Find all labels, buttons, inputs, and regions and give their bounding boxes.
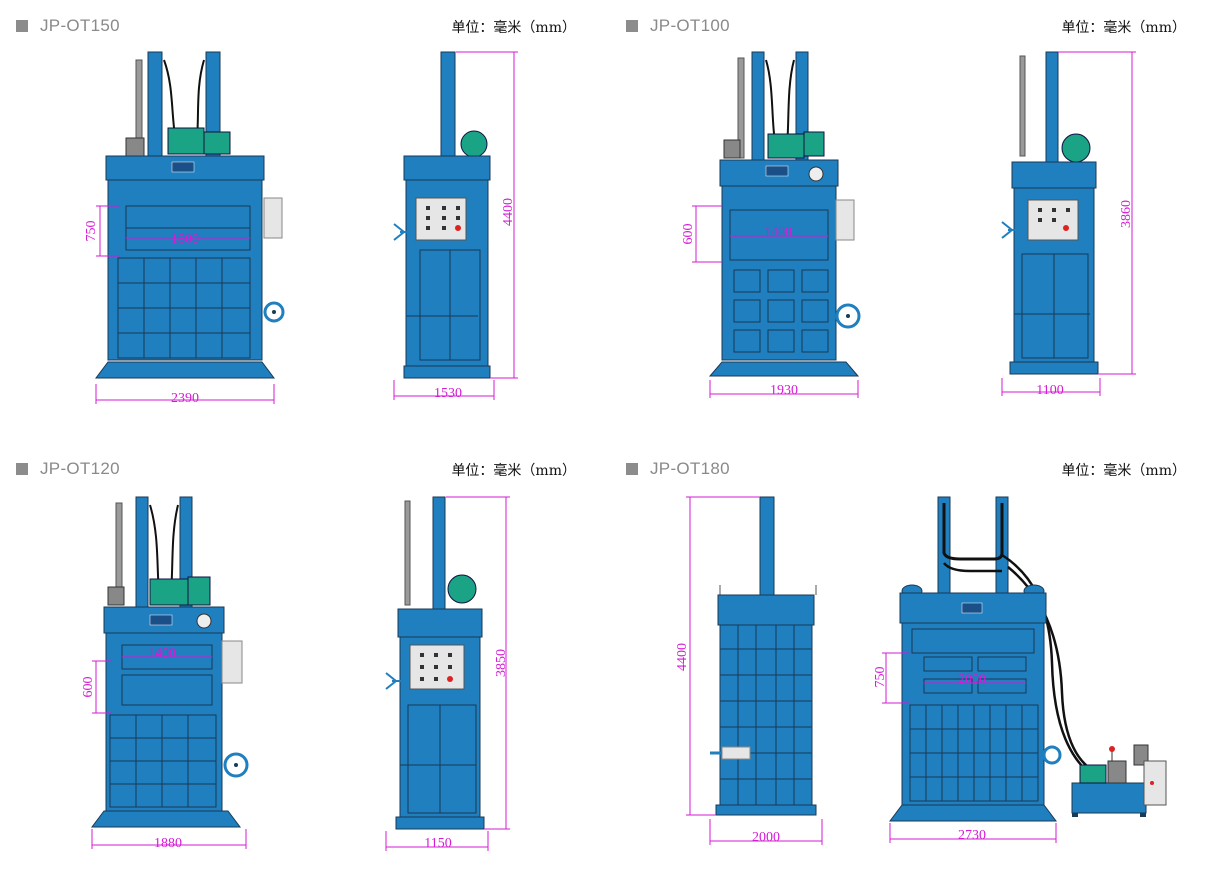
model-title: JP-OT120 — [40, 459, 120, 478]
ot150-front-dimensions — [95, 205, 275, 404]
ot180-front-dimensions — [882, 652, 1057, 843]
model-square-icon — [626, 20, 638, 32]
panel-jp-ot120: JP-OT120 单位：毫米（mm） — [0, 443, 600, 873]
ot180-side-view — [710, 496, 817, 816]
dim-front-width: 1880 — [154, 836, 182, 851]
dim-opening-height: 600 — [681, 224, 696, 245]
dim-side-height: 3860 — [1119, 200, 1134, 228]
ot180-front-view — [889, 496, 1167, 822]
dim-side-height: 4400 — [501, 198, 516, 226]
ot100-side-view — [1001, 51, 1099, 375]
unit-label: 单位：毫米（mm） — [1061, 20, 1186, 36]
dim-side-width: 2000 — [752, 830, 780, 845]
model-title: JP-OT100 — [650, 16, 730, 35]
ot150-front-view — [95, 51, 285, 379]
unit-label: 单位：毫米（mm） — [451, 463, 576, 479]
ot100-drawing: 1930 600 1400 — [681, 51, 1136, 398]
dim-opening-height: 750 — [873, 667, 888, 688]
dim-side-height: 3850 — [494, 649, 509, 677]
ot120-side-dimensions — [385, 496, 510, 851]
ot120-front-dimensions — [91, 656, 247, 849]
dim-front-width: 2390 — [171, 391, 199, 406]
panel-jp-ot150: JP-OT150 单位：毫米（mm） — [0, 0, 600, 430]
unit-label: 单位：毫米（mm） — [1061, 463, 1186, 479]
dim-side-width: 1150 — [424, 836, 451, 851]
dim-opening-width: 2000 — [958, 672, 986, 687]
ot120-front-view — [91, 496, 249, 828]
model-title: JP-OT180 — [650, 459, 730, 478]
panel-jp-ot180: JP-OT180 单位：毫米（mm） — [610, 443, 1210, 873]
ot150-drawing: 2390 750 1800 — [84, 51, 518, 406]
model-title: JP-OT150 — [40, 16, 120, 35]
ot100-front-dimensions — [692, 205, 859, 398]
dim-opening-width: 1400 — [148, 646, 176, 661]
dim-front-width: 1930 — [770, 383, 798, 398]
dim-side-width: 1530 — [434, 386, 462, 401]
ot180-side-dimensions — [686, 496, 823, 845]
dim-opening-height: 600 — [81, 677, 96, 698]
ot180-drawing: 2000 4400 — [675, 496, 1167, 845]
panel-jp-ot100: JP-OT100 单位：毫米（mm） — [610, 0, 1210, 430]
dim-side-width: 1100 — [1036, 383, 1063, 398]
dim-opening-width: 1800 — [171, 232, 199, 247]
ot150-side-view — [393, 51, 491, 379]
ot100-front-view — [708, 51, 861, 377]
model-square-icon — [16, 20, 28, 32]
dim-side-height: 4400 — [675, 643, 690, 671]
dim-opening-height: 750 — [84, 221, 99, 242]
unit-label: 单位：毫米（mm） — [451, 20, 576, 36]
model-square-icon — [626, 463, 638, 475]
dim-front-width: 2730 — [958, 828, 986, 843]
dim-opening-width: 1400 — [764, 225, 792, 240]
model-square-icon — [16, 463, 28, 475]
ot100-side-dimensions — [1001, 51, 1136, 396]
ot120-side-view — [385, 496, 485, 830]
ot150-side-dimensions — [393, 51, 518, 400]
ot120-drawing: 1880 600 1400 — [81, 496, 510, 851]
